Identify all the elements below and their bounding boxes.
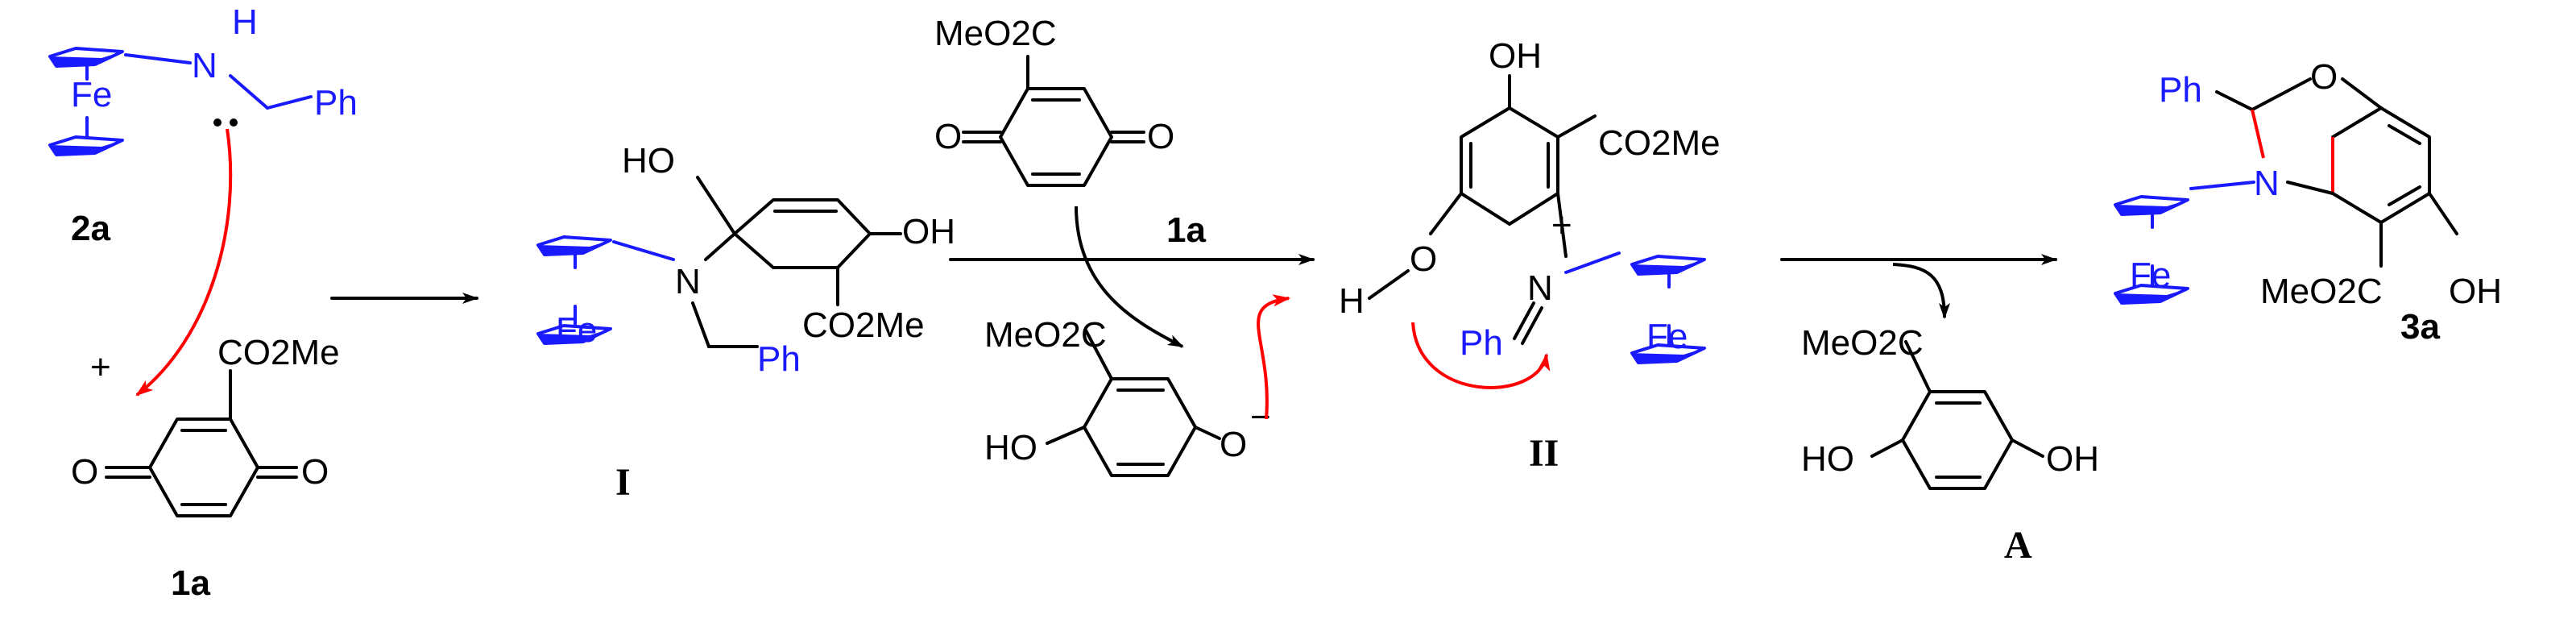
h-atom: H — [1339, 281, 1365, 321]
oh-group: OH — [1489, 36, 1542, 76]
meo2c-group: MeO2C — [1801, 323, 1924, 363]
n-atom: N — [1527, 268, 1553, 308]
intermediate-i: Fe N HO OH CO2Me Ph I — [536, 141, 955, 504]
ho-group: HO — [1801, 439, 1854, 479]
lone-pair-dot — [230, 118, 238, 127]
o-atom: O — [2310, 57, 2338, 97]
plus-sign: + — [90, 347, 111, 387]
curved-arrow-red — [1257, 294, 1291, 420]
co2me-group: CO2Me — [802, 305, 925, 345]
o-atom: O — [301, 452, 329, 492]
quinone-1a-left: + CO2Me O O 1a — [71, 333, 340, 603]
n-atom: N — [192, 46, 217, 85]
charge-plus: + — [1551, 206, 1572, 245]
curved-arrow-red — [135, 128, 233, 397]
ho-group: HO — [984, 428, 1037, 467]
h-atom: H — [232, 2, 258, 42]
oh-group: OH — [902, 212, 955, 251]
lone-pair-dot — [213, 118, 222, 127]
intermediate-label-i: I — [615, 461, 631, 504]
phenoxide: MeO2C HO O − — [984, 315, 1271, 477]
product-3a: Ph O N OH MeO2C Fe 3a — [2114, 57, 2502, 347]
o-atom: O — [1220, 425, 1247, 464]
ph-group: Ph — [2159, 70, 2202, 110]
oh-group: OH — [2449, 272, 2502, 311]
o-atom: O — [934, 117, 962, 156]
ho-group: HO — [622, 141, 675, 181]
fe-atom: Fe — [1646, 317, 1688, 356]
oh-group: OH — [2046, 439, 2099, 479]
hydroquinone-a: MeO2C HO OH A — [1801, 323, 2099, 567]
curved-arrow — [1892, 263, 1950, 319]
meo2c-group: MeO2C — [2260, 272, 2383, 311]
co2me-group: CO2Me — [217, 333, 340, 372]
compound-label-a: A — [2004, 524, 2032, 567]
fe-atom: Fe — [2130, 255, 2171, 295]
meo2c-group: MeO2C — [984, 315, 1107, 355]
n-atom: N — [2254, 164, 2280, 203]
o-atom: O — [71, 452, 98, 492]
curved-arrow-red — [1411, 322, 1551, 389]
compound-label-1a: 1a — [171, 563, 210, 603]
ph-group: Ph — [1460, 323, 1503, 363]
o-atom: O — [1147, 117, 1174, 156]
fe-atom: Fe — [71, 75, 112, 114]
n-atom: N — [675, 262, 701, 301]
ph-group: Ph — [314, 83, 358, 123]
co2me-group: CO2Me — [1598, 123, 1721, 163]
o-atom: O — [1410, 239, 1437, 279]
meo2c-group: MeO2C — [934, 14, 1057, 53]
quinone-1a-top: MeO2C O O 1a — [934, 14, 1206, 250]
compound-label-1a: 1a — [1166, 210, 1206, 250]
compound-label-2a: 2a — [71, 209, 110, 248]
compound-label-3a: 3a — [2400, 307, 2440, 347]
fe-atom: Fe — [556, 310, 597, 350]
curved-arrow — [1075, 206, 1184, 348]
ph-group: Ph — [757, 339, 801, 379]
intermediate-label-ii: II — [1529, 432, 1559, 475]
amine-2a: Fe H N Ph 2a — [48, 2, 358, 248]
intermediate-ii: OH CO2Me O H N + Ph Fe II — [1339, 36, 1721, 475]
